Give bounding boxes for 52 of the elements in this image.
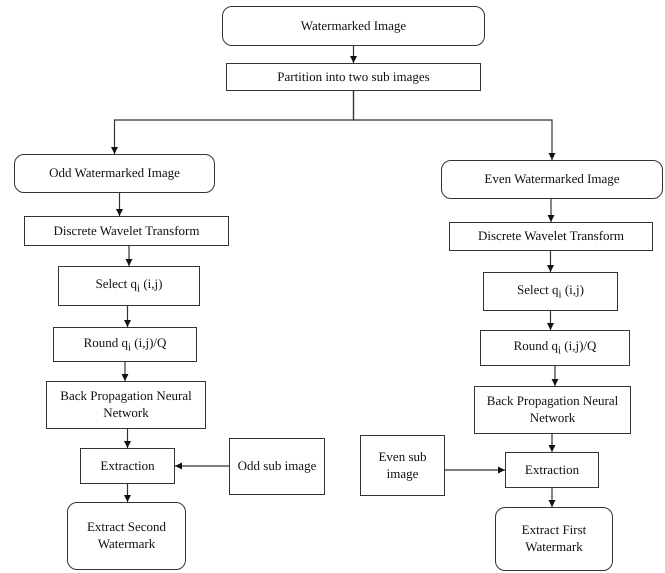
node-label: Watermarked Image xyxy=(300,18,406,34)
arrow xyxy=(116,193,123,216)
process-box xyxy=(360,435,445,496)
arrow xyxy=(124,484,131,502)
arrow xyxy=(547,311,554,330)
arrow xyxy=(124,429,131,448)
process-box xyxy=(505,452,599,488)
arrow xyxy=(548,434,556,452)
arrow xyxy=(122,362,128,381)
node-label: Extraction xyxy=(100,458,155,474)
node-label: Back Propagation Neural Network xyxy=(59,388,193,422)
process-box xyxy=(483,272,618,311)
arrow xyxy=(548,199,554,222)
process-box xyxy=(474,386,631,434)
node-label: Round q$_{i}$ (i,j)/Q xyxy=(84,334,166,354)
node-label: Extract First Watermark xyxy=(520,522,588,556)
rounded-box xyxy=(441,160,663,199)
arrow xyxy=(445,466,505,474)
node-label: Odd Watermarked Image xyxy=(49,165,180,182)
process-box xyxy=(449,222,653,251)
node-label: Discrete Wavelet Transform xyxy=(478,228,624,245)
arrow xyxy=(548,488,556,507)
node-label: Partition into two sub images xyxy=(277,68,430,86)
process-box xyxy=(480,330,630,366)
node-label: Select q$_{i}$ (i,j) xyxy=(96,276,162,296)
node-label: Odd sub image xyxy=(238,458,316,475)
arrow xyxy=(126,246,132,266)
node-label: Even sub image xyxy=(377,448,428,482)
arrow xyxy=(350,46,357,63)
arrow xyxy=(124,306,131,327)
process-box xyxy=(226,63,481,91)
node-label: Select q$_{i}$ (i,j) xyxy=(517,282,584,302)
arrow xyxy=(552,366,558,386)
node-label: Discrete Wavelet Transform xyxy=(53,222,200,240)
rounded-box xyxy=(14,154,215,193)
rounded-box xyxy=(67,502,186,570)
node-label: Even Watermarked Image xyxy=(484,171,620,188)
node-label: Back Propagation Neural Network xyxy=(486,393,620,427)
node-label: Extraction xyxy=(524,462,580,478)
node-label: Extract Second Watermark xyxy=(86,519,168,553)
process-box xyxy=(229,438,325,495)
rounded-box xyxy=(495,507,613,571)
arrow xyxy=(175,462,229,470)
node-label: Round q$_{i}$ (i,j)/Q xyxy=(514,338,596,358)
arrow xyxy=(547,251,554,272)
arrow xyxy=(352,91,556,160)
process-box xyxy=(58,266,200,306)
process-box xyxy=(80,448,175,484)
rounded-box xyxy=(222,6,485,46)
process-box xyxy=(53,327,197,362)
process-box xyxy=(46,381,206,429)
process-box xyxy=(24,216,229,246)
